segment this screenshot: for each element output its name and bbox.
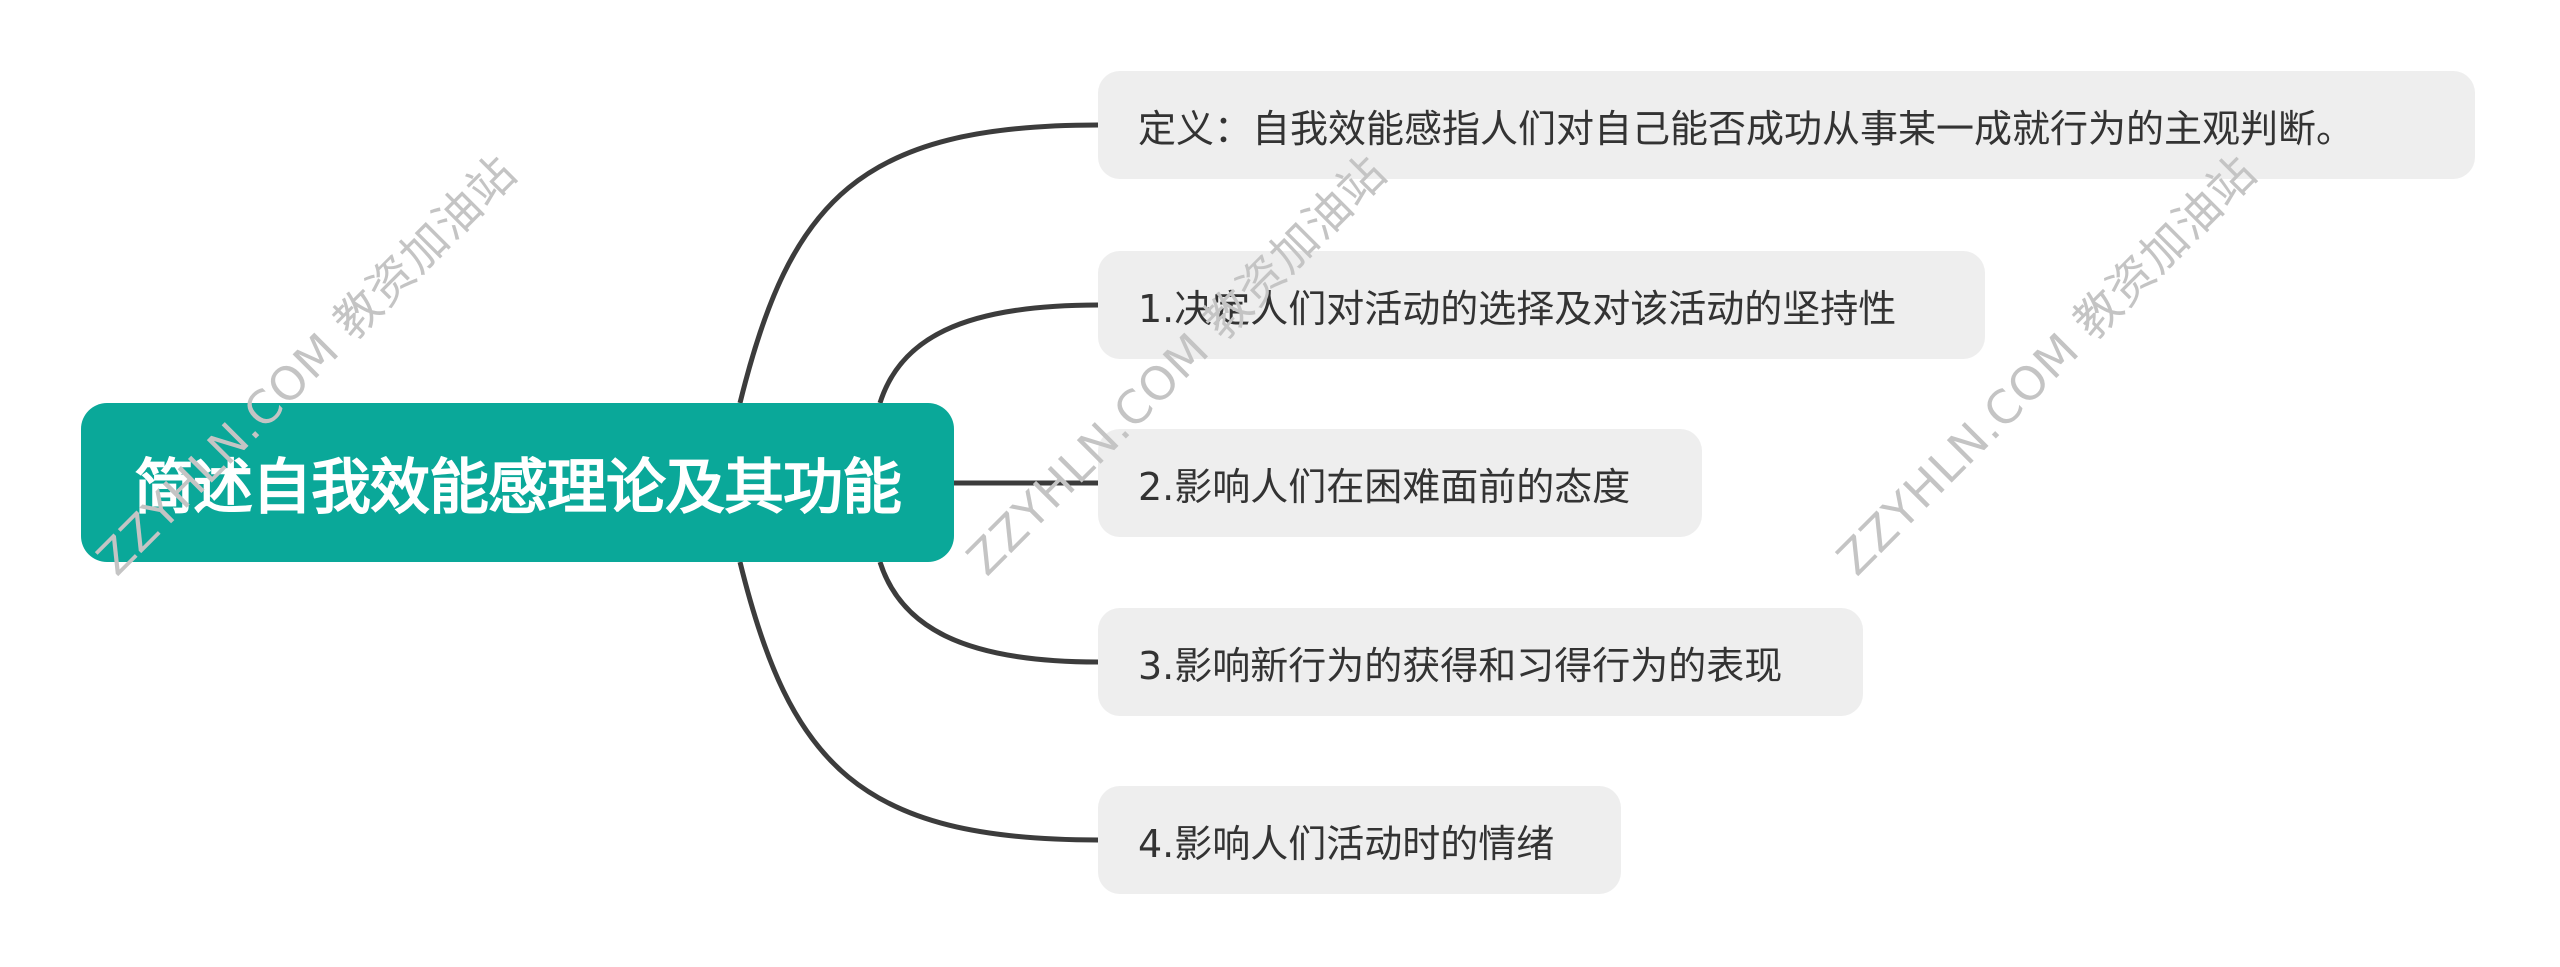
branch-label: 定义：自我效能感指人们对自己能否成功从事某一成就行为的主观判断。: [1138, 106, 2355, 151]
root-topic-node[interactable]: 简述自我效能感理论及其功能: [81, 403, 954, 562]
connector-function-3: [877, 561, 1099, 665]
connector-function-4: [737, 561, 1099, 843]
branch-label: 1.决定人们对活动的选择及对该活动的坚持性: [1138, 286, 1897, 331]
branch-node-definition[interactable]: 定义：自我效能感指人们对自己能否成功从事某一成就行为的主观判断。: [1098, 71, 2475, 179]
branch-label: 4.影响人们活动时的情绪: [1138, 821, 1555, 866]
branch-label: 3.影响新行为的获得和习得行为的表现: [1138, 643, 1783, 688]
branch-node-function-1[interactable]: 1.决定人们对活动的选择及对该活动的坚持性: [1098, 251, 1985, 359]
connector-definition: [737, 122, 1099, 404]
branch-label: 2.影响人们在困难面前的态度: [1138, 464, 1631, 509]
branch-node-function-4[interactable]: 4.影响人们活动时的情绪: [1098, 786, 1621, 894]
branch-node-function-3[interactable]: 3.影响新行为的获得和习得行为的表现: [1098, 608, 1863, 716]
branch-node-function-2[interactable]: 2.影响人们在困难面前的态度: [1098, 429, 1702, 537]
connector-function-1: [877, 302, 1099, 404]
